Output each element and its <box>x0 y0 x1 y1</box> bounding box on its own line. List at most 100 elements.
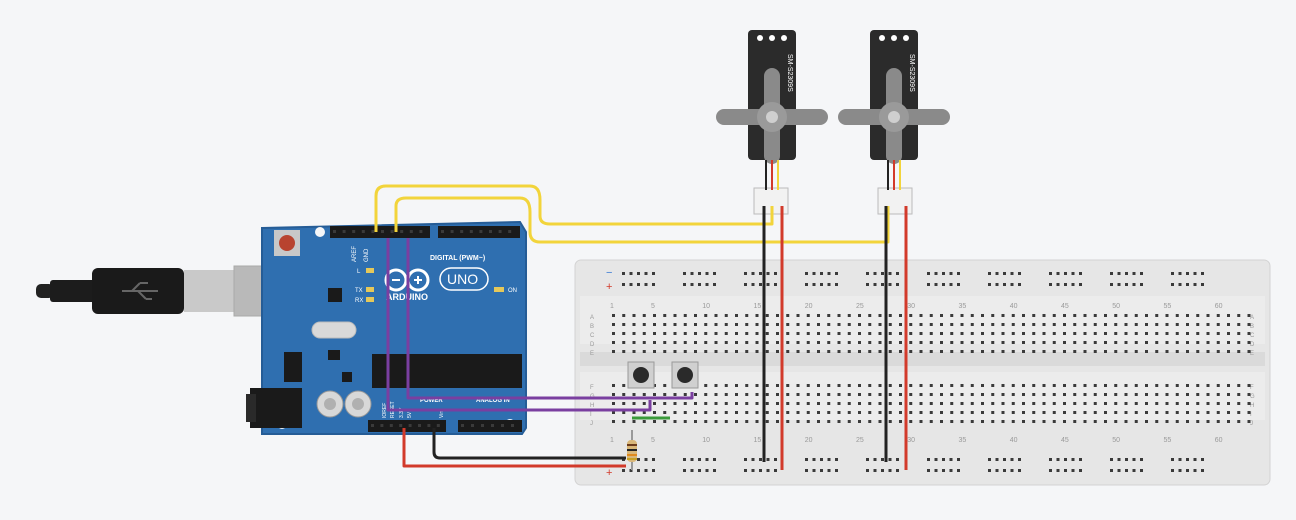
breadboard-hole <box>1165 402 1169 405</box>
breadboard-hole <box>981 332 984 335</box>
rail-hole <box>812 272 816 275</box>
rail-hole <box>1079 283 1082 286</box>
breadboard-hole <box>653 323 656 326</box>
rail-hole <box>988 283 991 286</box>
breadboard-hole <box>817 420 820 423</box>
breadboard-hole <box>735 393 738 396</box>
breadboard-hole <box>1032 314 1036 317</box>
servo-1[interactable]: SM-S2309S <box>716 30 828 215</box>
breadboard-hole <box>612 411 615 414</box>
servo-2[interactable]: SM-S2309S <box>838 30 950 215</box>
breadboard-hole <box>704 350 708 353</box>
on-led-label: ON <box>508 288 517 294</box>
aref-label: AREF <box>352 246 358 262</box>
rail-hole <box>812 458 816 461</box>
breadboard-hole <box>1206 350 1210 353</box>
rail-hole <box>820 458 823 461</box>
breadboard-hole <box>837 393 841 396</box>
breadboard-hole <box>878 323 882 326</box>
breadboard-hole <box>642 411 646 414</box>
breadboard-hole <box>1114 393 1118 396</box>
breadboard-hole <box>694 314 697 317</box>
breadboard-hole <box>1093 350 1097 353</box>
breadboard-hole <box>745 314 749 317</box>
breadboard-hole <box>1175 384 1179 387</box>
breadboard-hole <box>1175 420 1179 423</box>
breadboard-hole <box>1114 341 1118 344</box>
power-header[interactable] <box>368 420 446 432</box>
servo-horn-1[interactable] <box>716 68 828 164</box>
breadboard-hole <box>724 332 728 335</box>
breadboard-hole <box>1063 332 1066 335</box>
uno-label: UNO <box>447 271 478 287</box>
rail-hole <box>774 469 777 472</box>
breadboard-hole <box>745 323 749 326</box>
breadboard-hole <box>1001 350 1005 353</box>
rail-hole <box>622 469 625 472</box>
breadboard-hole <box>950 341 954 344</box>
header-pin <box>479 230 483 233</box>
rail-hole <box>637 283 640 286</box>
breadboard-hole <box>683 350 687 353</box>
breadboard-hole <box>929 402 933 405</box>
breadboard-hole <box>1237 323 1241 326</box>
arduino-uno-board[interactable]: AREF GND DIGITAL (PWM~) UNO ARDUINO L TX… <box>246 220 527 435</box>
breadboard-hole <box>847 420 851 423</box>
rail-hole <box>1018 283 1021 286</box>
breadboard-hole <box>1073 393 1077 396</box>
breadboard-hole <box>991 314 995 317</box>
digital-label: DIGITAL (PWM~) <box>430 255 485 262</box>
breadboard-hole <box>755 420 759 423</box>
breadboard-hole <box>868 393 872 396</box>
usb-cable[interactable] <box>36 265 301 317</box>
breadboard-hole <box>806 323 810 326</box>
rail-hole <box>698 283 701 286</box>
breadboard-hole <box>1134 384 1138 387</box>
rail-hole <box>1071 283 1075 286</box>
rail-hole <box>1178 272 1182 275</box>
breadboard-hole <box>878 341 882 344</box>
rail-hole <box>866 458 869 461</box>
breadboard-hole <box>827 393 831 396</box>
breadboard-hole <box>1145 393 1148 396</box>
breadboard-hole <box>837 341 841 344</box>
rail-hole <box>713 469 716 472</box>
breadboard-hole <box>776 402 779 405</box>
breadboard-hole <box>858 341 861 344</box>
rail-hole <box>1110 272 1113 275</box>
push-button-1[interactable] <box>627 361 655 389</box>
analog-header[interactable] <box>458 420 522 432</box>
breadboard-hole <box>1227 411 1230 414</box>
column-number: 55 <box>1164 303 1172 310</box>
push-button-2[interactable] <box>671 361 699 389</box>
digital-header-1[interactable] <box>330 226 430 238</box>
rail-hole <box>1178 469 1182 472</box>
resistor[interactable] <box>627 430 637 470</box>
breadboard-hole <box>776 323 779 326</box>
breadboard-hole <box>1001 393 1005 396</box>
uno-badge <box>439 267 489 291</box>
column-number: 1 <box>610 303 614 310</box>
breadboard-hole <box>755 350 759 353</box>
breadboard-hole <box>1237 332 1241 335</box>
rail-hole <box>1171 469 1174 472</box>
breadboard-hole <box>1186 341 1189 344</box>
reset-button[interactable] <box>274 230 300 256</box>
digital-header-2[interactable] <box>438 226 520 238</box>
breadboard-hole <box>724 350 728 353</box>
breadboard-hole <box>642 314 646 317</box>
breadboard-hole <box>694 402 697 405</box>
rail-plus-bottom: + <box>606 467 612 479</box>
breadboard-hole <box>847 323 851 326</box>
rail-hole <box>1071 272 1075 275</box>
breadboard-hole <box>1052 402 1056 405</box>
row-letter: F <box>1250 385 1254 391</box>
power-jack[interactable] <box>246 388 302 428</box>
header-pin <box>389 424 393 427</box>
breadboard-hole <box>888 402 892 405</box>
breadboard-hole <box>960 350 964 353</box>
row-letter: D <box>590 342 595 348</box>
breadboard-hole <box>745 402 749 405</box>
servo-horn-2[interactable] <box>838 68 950 164</box>
